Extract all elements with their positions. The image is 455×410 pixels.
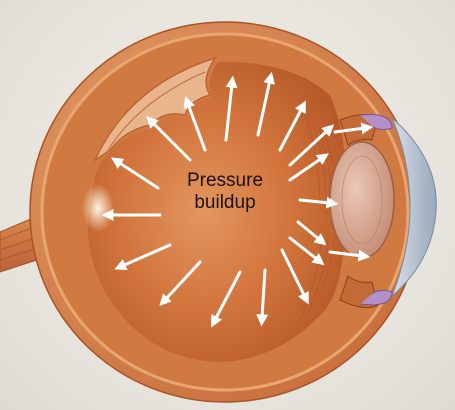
white-arrow-icon — [288, 124, 335, 167]
retina-layer — [93, 56, 217, 162]
white-arrow-icon — [296, 220, 327, 246]
vitreous-body — [82, 61, 346, 362]
label-line-2: buildup — [194, 192, 256, 213]
white-arrow-icon — [110, 157, 160, 190]
white-arrow-icon — [328, 249, 371, 262]
white-arrow-icon — [256, 71, 276, 137]
white-arrow-icon — [183, 96, 207, 152]
white-arrow-icon — [114, 243, 172, 271]
white-arrow-icon — [256, 268, 269, 327]
lens — [329, 141, 395, 259]
white-arrow-icon — [224, 75, 238, 142]
label-line-1: Pressure — [186, 170, 264, 191]
cornea — [391, 117, 437, 297]
white-arrow-icon — [288, 153, 329, 182]
white-arrow-icon — [298, 196, 339, 209]
ciliary-body — [339, 114, 393, 309]
white-arrow-icon — [288, 236, 325, 266]
white-arrow-icon — [280, 248, 309, 305]
white-arrow-icon — [211, 270, 242, 328]
white-arrow-icon — [159, 260, 202, 307]
white-arrow-icon — [333, 122, 374, 135]
pressure-buildup-label: Pressure buildup — [160, 170, 290, 214]
pressure-arrows — [101, 71, 374, 328]
white-arrow-icon — [278, 100, 306, 152]
white-arrow-icon — [146, 116, 192, 162]
